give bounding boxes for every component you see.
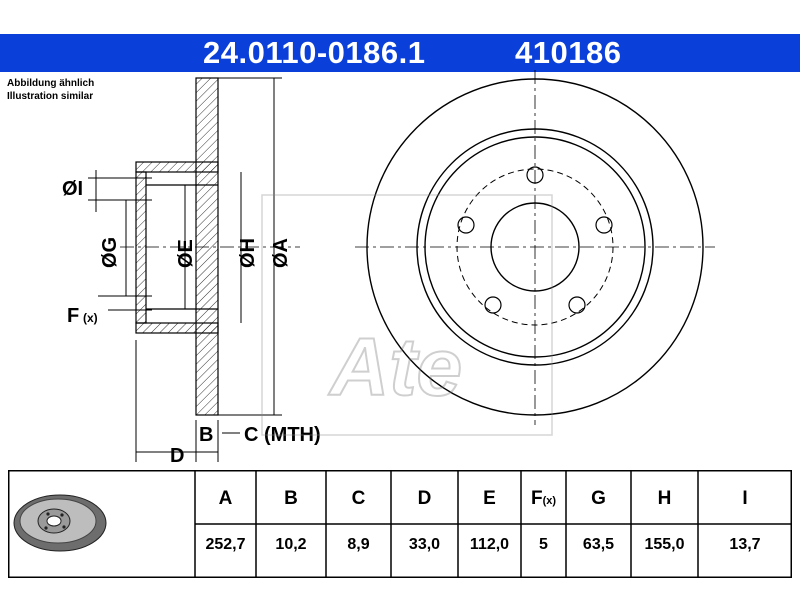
- dimension-lines: [88, 77, 282, 462]
- spec-table-grid: [8, 470, 792, 578]
- article-code: 410186: [515, 35, 622, 70]
- table-value-H: 155,0: [644, 536, 685, 553]
- table-header-I: I: [742, 488, 748, 509]
- table-header-G: G: [591, 488, 606, 509]
- dim-label-B: B: [199, 424, 213, 446]
- table-header-E: E: [483, 488, 496, 509]
- illustration-note-en: Illustration similar: [7, 91, 94, 102]
- table-value-E: 112,0: [469, 536, 510, 553]
- dim-label-F: F: [67, 305, 79, 327]
- table-value-B: 10,2: [275, 536, 307, 553]
- friction-ring-section: [195, 77, 219, 416]
- part-number: 24.0110-0186.1: [203, 35, 426, 70]
- hub-bottom-wall: [135, 322, 219, 334]
- dim-label-C: C (MTH): [244, 424, 321, 446]
- table-value-G: 63,5: [582, 536, 615, 553]
- dim-label-I: ØI: [62, 178, 83, 200]
- title-bar: 24.0110-0186.1 410186: [0, 34, 800, 72]
- technical-drawing: ØI ØG ØE ØH ØA F (x) B C (MTH) D Ate: [62, 70, 715, 467]
- table-value-D: 33,0: [408, 536, 441, 553]
- illustration-note-de: Abbildung ähnlich: [7, 78, 95, 89]
- table-header-A: A: [218, 488, 233, 509]
- table-value-A: 252,7: [205, 536, 246, 553]
- hub-top-wall: [135, 161, 219, 173]
- hub-mounting-face: [135, 171, 147, 324]
- table-header-B: B: [284, 488, 298, 509]
- dim-label-H: ØH: [237, 238, 259, 268]
- disc-cross-section: [120, 77, 300, 416]
- table-value-I: 13,7: [729, 536, 761, 553]
- dim-label-E: ØE: [175, 239, 197, 268]
- table-header-F-sub: (x): [542, 495, 557, 507]
- dim-label-D: D: [170, 445, 184, 467]
- table-header-D: D: [417, 488, 432, 509]
- dim-label-F-sub: (x): [83, 311, 98, 325]
- brake-disc-thumbnail-icon: [13, 494, 107, 552]
- spec-table: A B C D E F(x) G H I 252,7 10,2 8,9 33,0…: [8, 470, 792, 578]
- dim-label-G: ØG: [99, 237, 121, 268]
- table-value-F: 5: [539, 536, 548, 553]
- ate-watermark: Ate: [261, 194, 553, 436]
- table-header-F: F(x): [521, 488, 566, 510]
- disc-front-view: [355, 70, 715, 425]
- table-value-C: 8,9: [347, 536, 370, 553]
- table-header-C: C: [351, 488, 366, 509]
- table-header-H: H: [657, 488, 672, 509]
- table-header-F-letter: F: [530, 488, 543, 509]
- dim-label-A: ØA: [270, 238, 292, 268]
- watermark-text: Ate: [328, 322, 462, 413]
